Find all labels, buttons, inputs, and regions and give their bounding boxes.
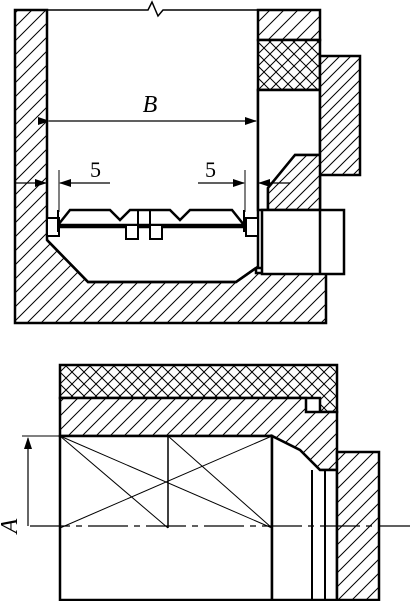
tooth-2 (149, 224, 163, 240)
bearing-ring (256, 38, 322, 92)
bearing-box (58, 434, 274, 601)
cavity-floor (46, 239, 257, 284)
bearing-x4 (167, 435, 273, 529)
bearing-x3 (59, 435, 169, 529)
right-wall-upper (256, 8, 322, 42)
dim-b-label: B (143, 92, 158, 118)
bottom-view: A (0, 363, 410, 601)
retainer-right (245, 217, 259, 237)
dim-right-label: 5 (205, 157, 216, 182)
bearing-x2 (59, 435, 273, 529)
tooth-1 (125, 224, 139, 240)
shaft-seat (260, 208, 346, 276)
break-line (47, 0, 258, 18)
dim-a-label: A (0, 518, 23, 535)
top-view: B 5 5 (13, 0, 362, 325)
dim-left-label: 5 (90, 157, 101, 182)
seal-profile (57, 208, 247, 227)
